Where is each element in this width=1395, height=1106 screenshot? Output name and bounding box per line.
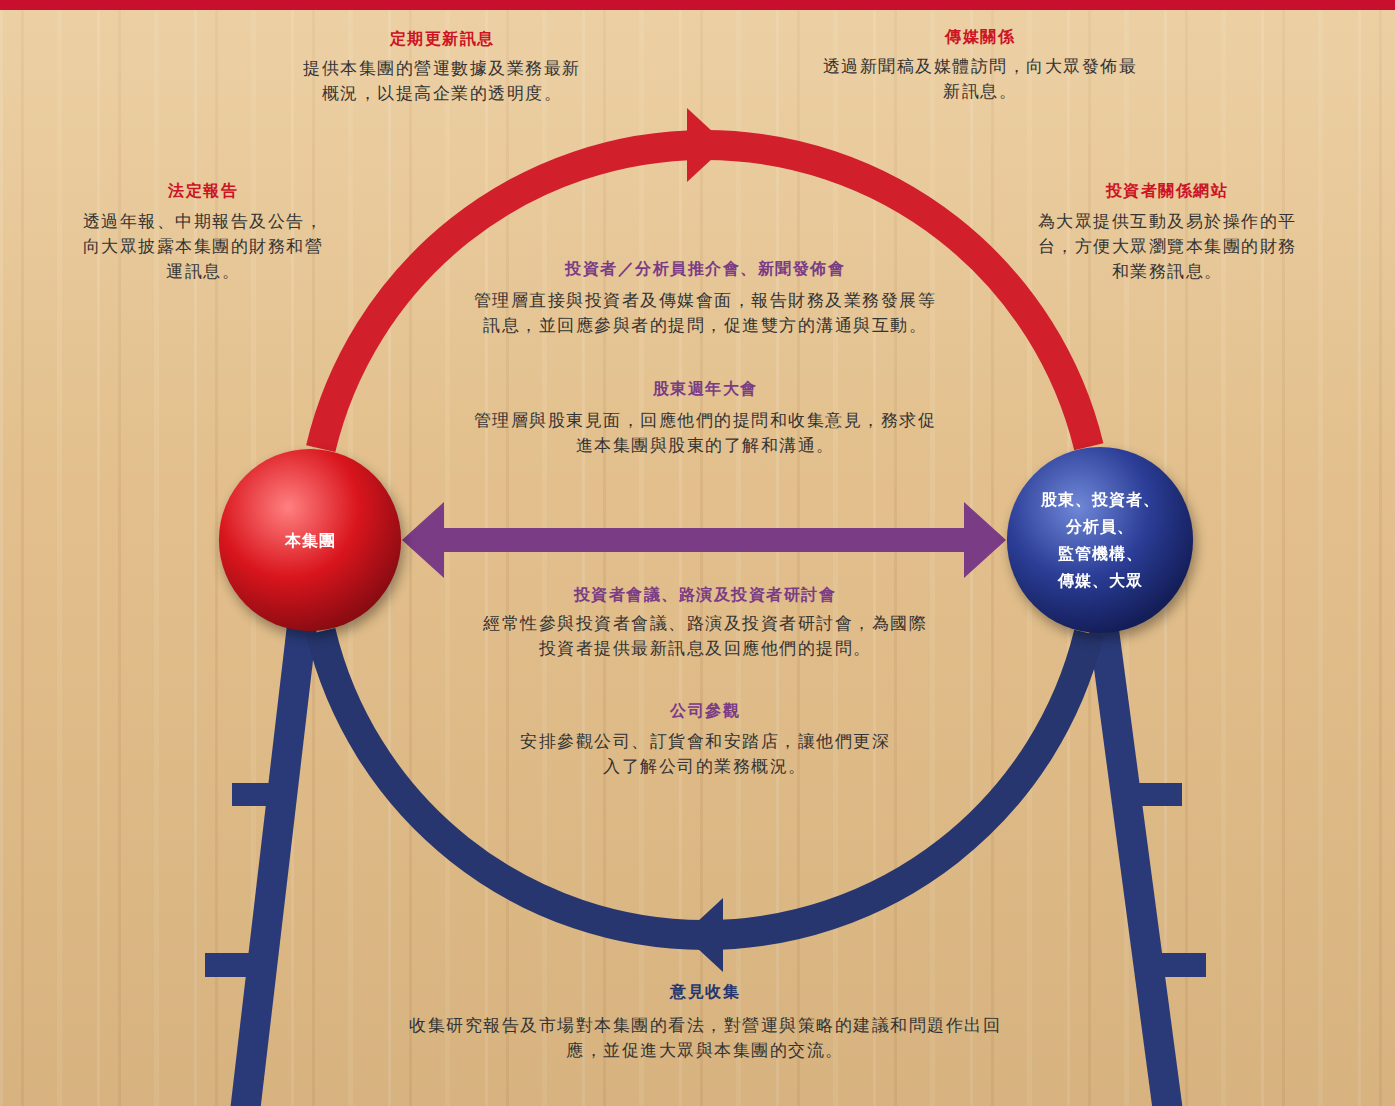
connector (321, 631, 1089, 972)
channel-heading: 投資者會議、路演及投資者研討會 (574, 584, 837, 606)
channel-description: 提供本集團的營運數據及業務最新 概況，以提高企業的透明度。 (298, 56, 586, 106)
connector-arc (321, 145, 1089, 449)
arrow-head (683, 898, 723, 972)
top-bar (0, 0, 1395, 10)
group-circle: 股東、投資者、 分析員、 監管機構、 傳媒、大眾 (1006, 446, 1194, 634)
channel-heading: 公司參觀 (670, 700, 740, 722)
circle-text-box: 本集團 (218, 448, 402, 632)
channel-heading: 投資者／分析員推介會、新聞發佈會 (565, 258, 845, 280)
connector (402, 502, 1006, 578)
channel-description: 管理層直接與投資者及傳媒會面，報告財務及業務發展等 訊息，並回應參與者的提問，促… (469, 288, 942, 338)
channel-description: 安排參觀公司、訂貨會和安踏店，讓他們更深 入了解公司的業務概況。 (515, 729, 895, 779)
circle-text-box: 股東、投資者、 分析員、 監管機構、 傳媒、大眾 (1006, 446, 1194, 634)
right-crossbar (1150, 953, 1206, 977)
channel-heading: 股東週年大會 (653, 378, 758, 400)
channel-description: 透過新聞稿及媒體訪問，向大眾發佈最 新訊息。 (818, 54, 1143, 104)
channel-description: 經常性參與投資者會議、路演及投資者研討會，為國際 投資者提供最新訊息及回應他們的… (478, 611, 932, 661)
channel-heading: 法定報告 (168, 180, 238, 202)
connector-shaft (440, 528, 968, 552)
connector (321, 108, 1089, 449)
left-leg (245, 600, 305, 1106)
channel-heading: 傳媒關係 (945, 26, 1015, 48)
channel-description: 為大眾提供互動及易於操作的平 台，方便大眾瀏覽本集團的財務 和業務訊息。 (1033, 209, 1302, 284)
right-leg (1100, 600, 1168, 1106)
channel-description: 收集研究報告及市場對本集團的看法，對營運與策略的建議和問題作出回 應，並促進大眾… (404, 1013, 1006, 1063)
channel-description: 管理層與股東見面，回應他們的提問和收集意見，務求促 進本集團與股東的了解和溝通。 (469, 408, 942, 458)
channel-heading: 投資者關係網站 (1106, 180, 1229, 202)
channel-description: 透過年報、中期報告及公告， 向大眾披露本集團的財務和營 運訊息。 (78, 209, 329, 284)
channel-heading: 意見收集 (670, 981, 740, 1003)
arrow-head (402, 502, 444, 578)
arrow-head (964, 502, 1006, 578)
left-crossbar (205, 953, 267, 977)
group-circle: 本集團 (218, 448, 402, 632)
arrow-head (687, 108, 727, 182)
circle-fill (219, 449, 401, 631)
circle-label: 股東、投資者、 分析員、 監管機構、 傳媒、大眾 (1036, 486, 1164, 594)
circle-label: 本集團 (246, 527, 374, 554)
connector-arc (321, 631, 1089, 935)
channel-heading: 定期更新訊息 (390, 28, 495, 50)
circle-shape (1006, 446, 1194, 634)
left-crossbar (232, 783, 287, 806)
circle-fill (1007, 447, 1193, 633)
right-crossbar (1128, 783, 1182, 806)
